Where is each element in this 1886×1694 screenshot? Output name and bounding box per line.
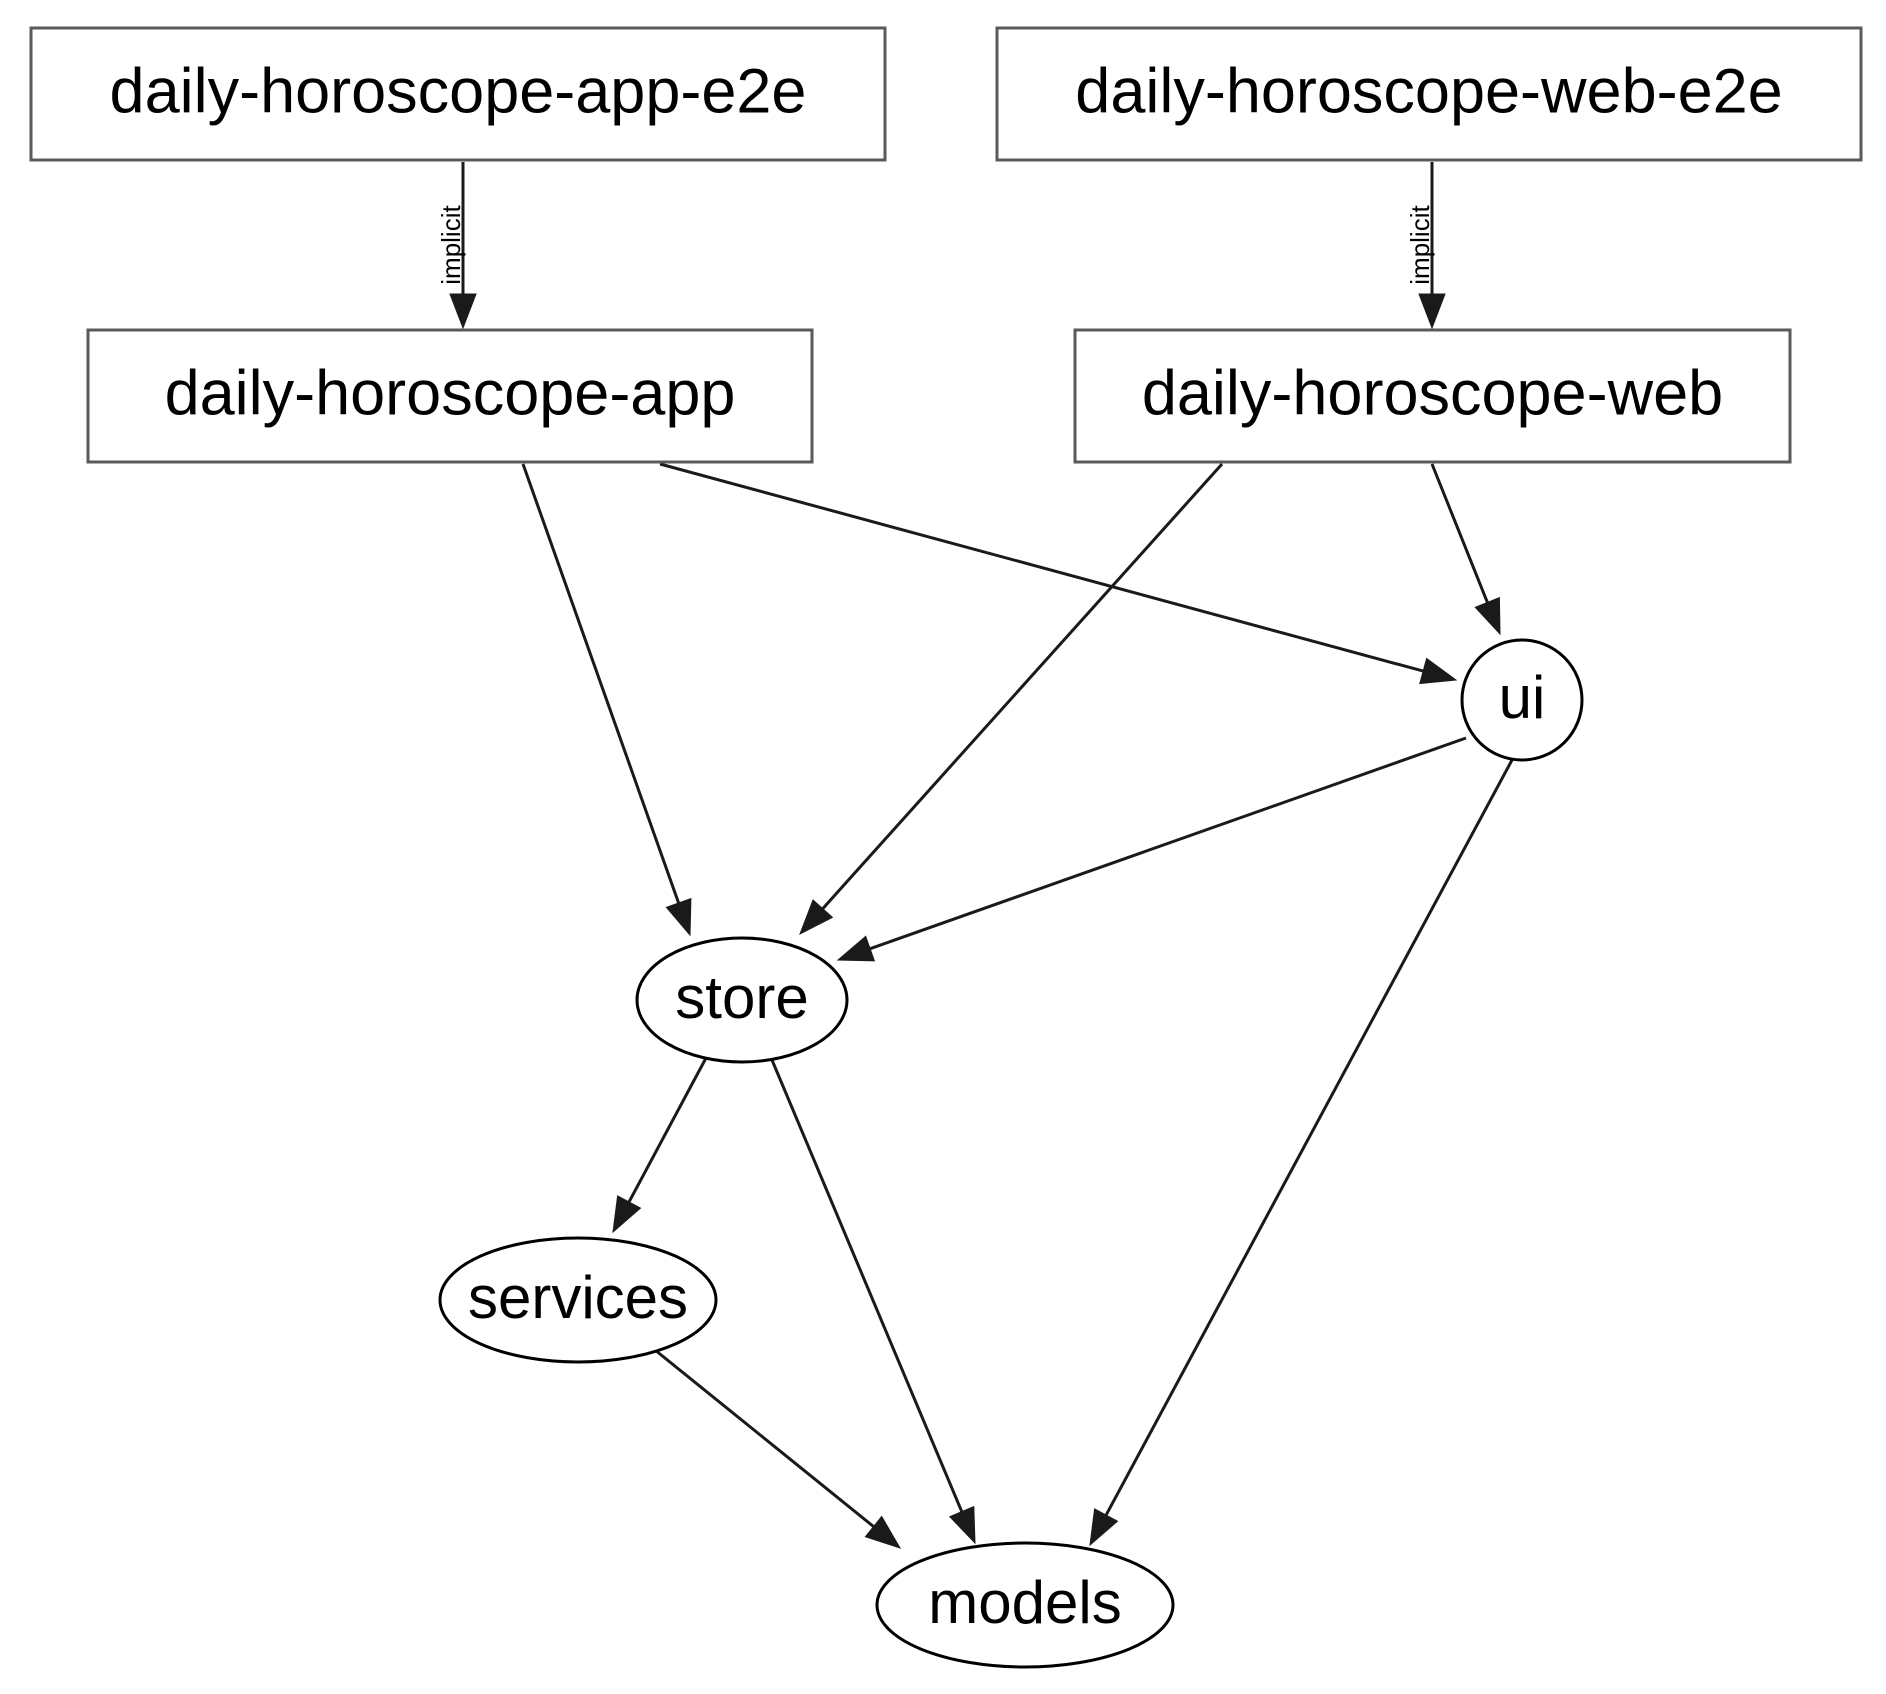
edge-arrowhead-icon <box>449 293 477 330</box>
edge-arrowhead-icon <box>612 1195 642 1234</box>
edge-line <box>654 1348 875 1528</box>
node-box-shape[interactable] <box>86 328 814 464</box>
edge-daily-horoscope-web-to-store <box>799 462 1224 936</box>
edge-daily-horoscope-app-e2e-to-daily-horoscope-app <box>449 162 477 330</box>
node-label-daily-horoscope-app-e2e: daily-horoscope-app-e2e <box>110 57 807 127</box>
edge-arrowhead-icon <box>665 897 692 937</box>
edge-arrowhead-icon <box>864 1515 902 1549</box>
node-label-ui: ui <box>1499 664 1546 731</box>
node-services[interactable]: services <box>438 1236 718 1364</box>
node-layer: daily-horoscope-app-e2e daily-horoscope-w… <box>29 26 1863 1669</box>
edge-arrowhead-icon <box>799 899 834 936</box>
node-box-shape[interactable] <box>995 26 1863 162</box>
edge-line <box>821 462 1224 910</box>
node-label-store: store <box>675 964 808 1031</box>
edge-store-to-services <box>612 1057 708 1234</box>
node-daily-horoscope-app-e2e[interactable]: daily-horoscope-app-e2e <box>29 26 887 162</box>
node-ellipse-shape[interactable] <box>635 936 849 1064</box>
edge-services-to-models <box>654 1348 902 1549</box>
edge-daily-horoscope-app-to-ui <box>659 462 1458 685</box>
node-label-daily-horoscope-web-e2e: daily-horoscope-web-e2e <box>1075 57 1782 127</box>
node-box-shape[interactable] <box>1073 328 1792 464</box>
node-label-daily-horoscope-app: daily-horoscope-app <box>165 359 736 429</box>
node-box-shape[interactable] <box>29 26 887 162</box>
node-label-models: models <box>928 1569 1121 1636</box>
edge-arrowhead-icon <box>1418 293 1446 330</box>
node-daily-horoscope-app[interactable]: daily-horoscope-app <box>86 328 814 464</box>
node-ui[interactable]: ui <box>1460 638 1584 762</box>
node-daily-horoscope-web[interactable]: daily-horoscope-web <box>1073 328 1792 464</box>
node-models[interactable]: models <box>875 1541 1175 1669</box>
edge-line <box>1104 759 1514 1516</box>
node-ellipse-shape[interactable] <box>438 1236 718 1364</box>
edge-arrowhead-icon <box>1089 1508 1119 1547</box>
node-label-daily-horoscope-web: daily-horoscope-web <box>1142 359 1723 429</box>
edge-label-implicit: implicit <box>1405 205 1435 285</box>
edge-line <box>659 462 1424 673</box>
edge-daily-horoscope-web-to-ui <box>1430 463 1501 636</box>
edge-arrowhead-icon <box>1419 657 1458 685</box>
edge-daily-horoscope-app-to-store <box>521 463 692 937</box>
edge-ui-to-models <box>1089 759 1514 1547</box>
edge-daily-horoscope-web-e2e-to-daily-horoscope-web <box>1418 162 1446 330</box>
node-ellipse-shape[interactable] <box>875 1541 1175 1669</box>
edge-ui-to-store <box>836 736 1467 962</box>
edge-label-implicit: implicit <box>436 205 466 285</box>
edge-store-to-models <box>770 1059 976 1545</box>
edge-line <box>627 1057 708 1203</box>
edge-arrowhead-icon <box>836 935 876 962</box>
edge-line <box>521 463 681 904</box>
node-daily-horoscope-web-e2e[interactable]: daily-horoscope-web-e2e <box>995 26 1863 162</box>
edge-line <box>1430 463 1489 603</box>
edge-arrowhead-icon <box>948 1505 976 1545</box>
node-label-services: services <box>468 1264 688 1331</box>
edge-label-layer: implicit implicit <box>436 205 1435 285</box>
edge-arrowhead-icon <box>1474 596 1501 636</box>
edge-line <box>869 736 1467 951</box>
edge-line <box>770 1059 964 1513</box>
edge-layer <box>449 162 1514 1549</box>
node-store[interactable]: store <box>635 936 849 1064</box>
node-ellipse-shape[interactable] <box>1460 638 1584 762</box>
